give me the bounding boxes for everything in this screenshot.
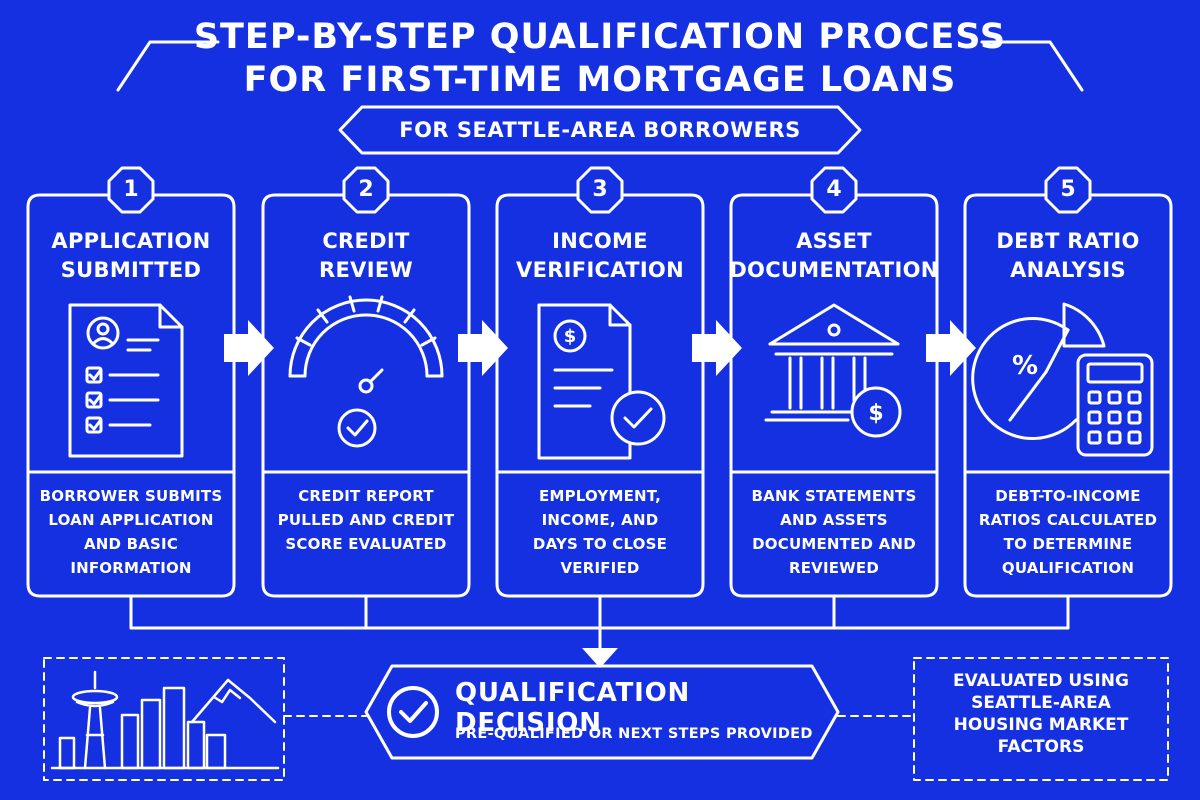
step-3-title: INCOME VERIFICATION bbox=[495, 227, 705, 285]
step-5-title: DEBT RATIO ANALYSIS bbox=[963, 227, 1173, 285]
market-factors-note: EVALUATED USING SEATTLE-AREA HOUSING MAR… bbox=[918, 670, 1164, 758]
decision-check-mark bbox=[399, 701, 428, 723]
step-3-desc-line-2: INCOME, AND bbox=[541, 511, 659, 529]
step-1-desc-line-3: AND BASIC bbox=[83, 535, 179, 553]
decision-subtitle: PRE-QUALIFIED OR NEXT STEPS PROVIDED bbox=[455, 726, 813, 742]
step-1-desc-line-2: LOAN APPLICATION bbox=[48, 511, 214, 529]
seattle-skyline-icon bbox=[50, 670, 280, 770]
arrow-4-5 bbox=[926, 320, 976, 376]
step-1-desc-line-1: BORROWER SUBMITS bbox=[39, 487, 223, 505]
step-3-title-line-2: VERIFICATION bbox=[516, 258, 684, 282]
decision-arrow bbox=[582, 648, 618, 668]
step-4-title-line-2: DOCUMENTATION bbox=[729, 258, 939, 282]
step-4-desc-line-3: DOCUMENTED AND bbox=[752, 535, 916, 553]
step-card-4-frame bbox=[729, 166, 939, 598]
step-5-desc-line-1: DEBT-TO-INCOME bbox=[995, 487, 1141, 505]
decision-check-circle bbox=[387, 686, 439, 738]
bank-icon bbox=[764, 303, 902, 438]
step-5-desc-line-3: TO DETERMINE bbox=[1003, 535, 1133, 553]
step-3-title-line-1: INCOME bbox=[552, 229, 648, 253]
step-2-desc-line-3: SCORE EVALUATED bbox=[285, 535, 447, 553]
credit-gauge-icon bbox=[288, 295, 444, 448]
step-2-desc-line-1: CREDIT REPORT bbox=[298, 487, 434, 505]
connector-lines bbox=[129, 596, 1070, 652]
step-5-number: 5 bbox=[1060, 177, 1076, 202]
step-2-description: CREDIT REPORT PULLED AND CREDIT SCORE EV… bbox=[266, 484, 466, 556]
percent-glyph: % bbox=[1012, 351, 1038, 381]
step-card-5-frame bbox=[963, 166, 1173, 598]
side-note-line-1: EVALUATED USING bbox=[953, 671, 1129, 691]
title-bracket bbox=[116, 40, 1084, 92]
step-card-1-frame bbox=[26, 166, 236, 598]
decision-frame bbox=[364, 664, 840, 760]
side-note-line-2: SEATTLE-AREA bbox=[971, 693, 1111, 713]
step-card-3-frame bbox=[495, 166, 705, 598]
step-5-description: DEBT-TO-INCOME RATIOS CALCULATED TO DETE… bbox=[968, 484, 1168, 580]
dashed-connectors bbox=[43, 657, 1169, 781]
subtitle-frame bbox=[338, 105, 862, 155]
step-2-title-line-1: CREDIT bbox=[322, 229, 410, 253]
step-3-description: EMPLOYMENT, INCOME, AND DAYS TO CLOSE VE… bbox=[500, 484, 700, 580]
step-1-description: BORROWER SUBMITS LOAN APPLICATION AND BA… bbox=[31, 484, 231, 580]
step-5-title-line-2: ANALYSIS bbox=[1010, 258, 1126, 282]
pie-calculator-icon bbox=[971, 302, 1154, 457]
step-1-title: APPLICATION SUBMITTED bbox=[26, 227, 236, 285]
income-document-icon bbox=[537, 303, 666, 460]
step-arrows bbox=[224, 320, 976, 376]
step-4-title: ASSET DOCUMENTATION bbox=[729, 227, 939, 285]
step-5-desc-line-2: RATIOS CALCULATED bbox=[978, 511, 1158, 529]
step-3-desc-line-1: EMPLOYMENT, bbox=[539, 487, 661, 505]
bank-coin-dollar-glyph: $ bbox=[868, 401, 883, 426]
step-3-desc-line-3: DAYS TO CLOSE bbox=[532, 535, 668, 553]
page-title-line-1: STEP-BY-STEP QUALIFICATION PROCESS bbox=[193, 17, 1007, 57]
step-1-title-line-2: SUBMITTED bbox=[60, 258, 202, 282]
side-note-line-3: HOUSING MARKET bbox=[953, 715, 1129, 735]
step-1-number: 1 bbox=[123, 177, 139, 202]
step-2-title-line-2: REVIEW bbox=[319, 258, 413, 282]
step-4-description: BANK STATEMENTS AND ASSETS DOCUMENTED AN… bbox=[734, 484, 934, 580]
side-note-line-4: FACTORS bbox=[997, 737, 1085, 757]
step-2-title: CREDIT REVIEW bbox=[261, 227, 471, 285]
step-2-number: 2 bbox=[358, 177, 374, 202]
step-1-desc-line-4: INFORMATION bbox=[70, 559, 192, 577]
step-4-desc-line-4: REVIEWED bbox=[788, 559, 880, 577]
arrow-3-4 bbox=[692, 320, 742, 376]
step-5-title-line-1: DEBT RATIO bbox=[996, 229, 1140, 253]
step-4-number: 4 bbox=[826, 177, 842, 202]
page-subtitle: FOR SEATTLE-AREA BORROWERS bbox=[399, 118, 801, 142]
step-4-desc-line-2: AND ASSETS bbox=[780, 511, 888, 529]
decision-title: QUALIFICATION DECISION bbox=[455, 678, 691, 738]
arrow-2-3 bbox=[458, 320, 508, 376]
income-dollar-glyph: $ bbox=[564, 326, 577, 347]
arrow-1-2 bbox=[224, 320, 274, 376]
page-title-line-2: FOR FIRST-TIME MORTGAGE LOANS bbox=[243, 60, 957, 100]
step-4-desc-line-1: BANK STATEMENTS bbox=[751, 487, 917, 505]
step-card-2-frame bbox=[261, 166, 471, 598]
step-3-desc-line-4: VERIFIED bbox=[560, 559, 640, 577]
step-3-number: 3 bbox=[592, 177, 608, 202]
step-1-title-line-1: APPLICATION bbox=[51, 229, 211, 253]
step-card-frames bbox=[26, 166, 1173, 598]
step-2-desc-line-2: PULLED AND CREDIT bbox=[277, 511, 455, 529]
step-4-title-line-1: ASSET bbox=[796, 229, 872, 253]
application-document-icon bbox=[68, 303, 184, 458]
step-5-desc-line-4: QUALIFICATION bbox=[1001, 559, 1135, 577]
